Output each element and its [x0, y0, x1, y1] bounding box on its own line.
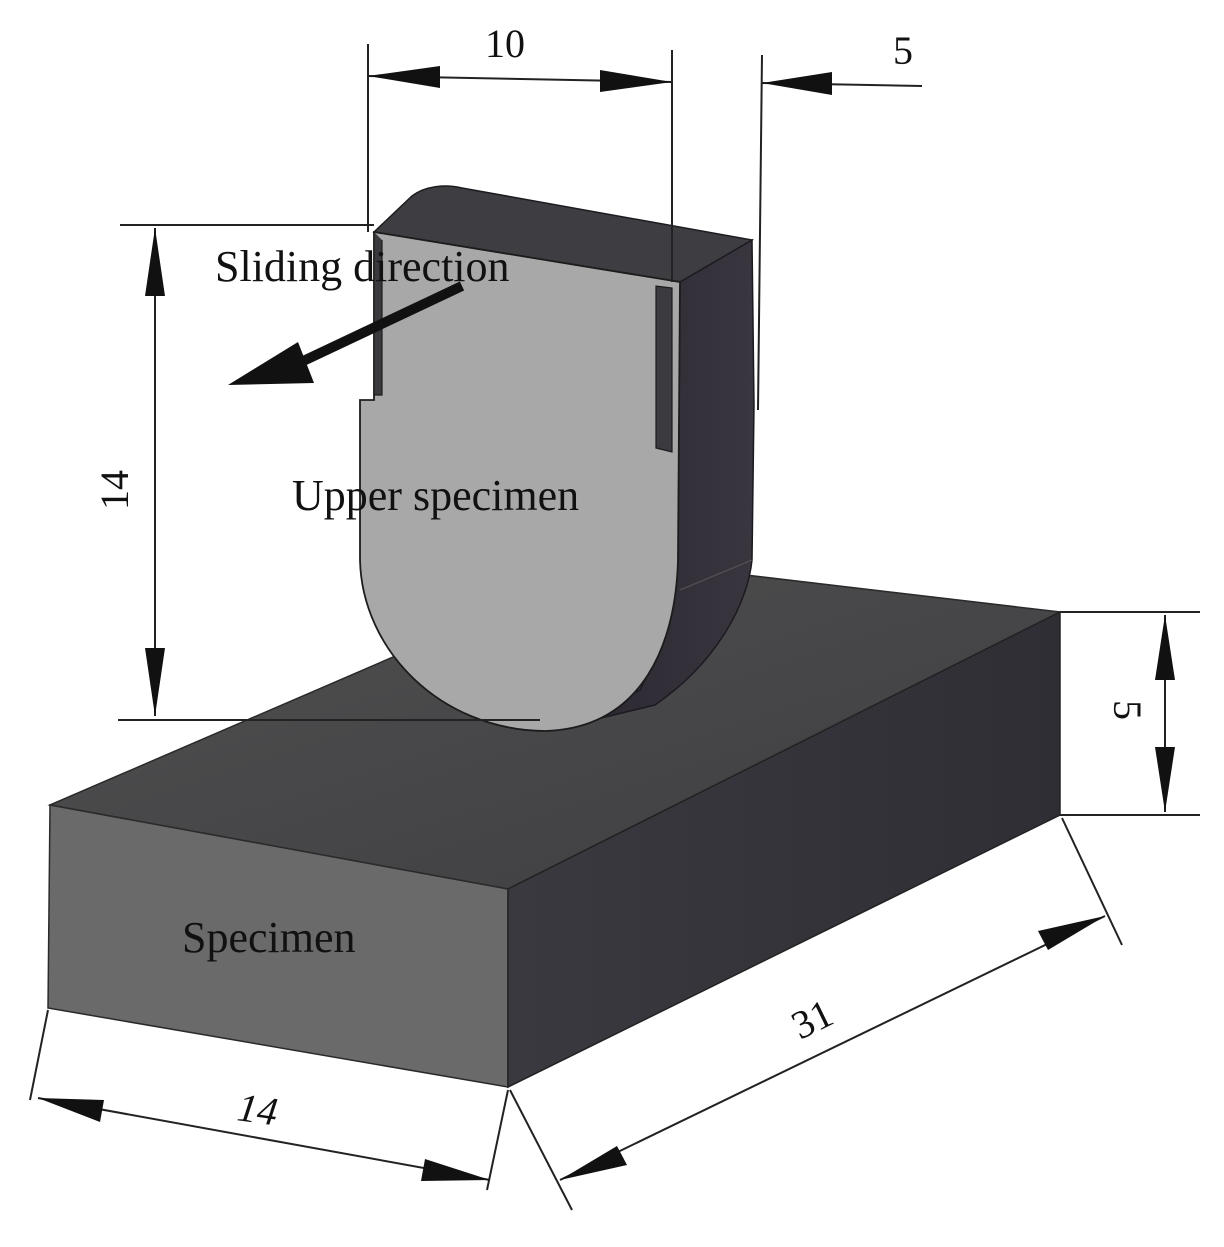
right-groove — [655, 285, 673, 453]
dim-block-width: 14 — [235, 1084, 281, 1134]
upper-specimen-body — [359, 185, 755, 732]
sliding-direction-label: Sliding direction — [215, 242, 510, 291]
side-edge-line — [679, 559, 753, 591]
upper-top-face — [372, 185, 755, 283]
dim-block-height: 5 — [1105, 700, 1150, 720]
upper-specimen-label: Upper specimen — [292, 471, 579, 520]
dim-upper-height: 14 — [92, 470, 137, 510]
specimen-label: Specimen — [182, 913, 356, 962]
left-groove — [373, 232, 383, 396]
dim-top-thickness: 5 — [893, 28, 913, 73]
sliding-direction-arrow — [228, 281, 465, 385]
dim-top-width: 10 — [485, 21, 525, 66]
upper-front-face — [359, 230, 681, 732]
dimension-arrowheads — [38, 66, 1175, 1181]
dim-block-length: 31 — [784, 990, 840, 1048]
